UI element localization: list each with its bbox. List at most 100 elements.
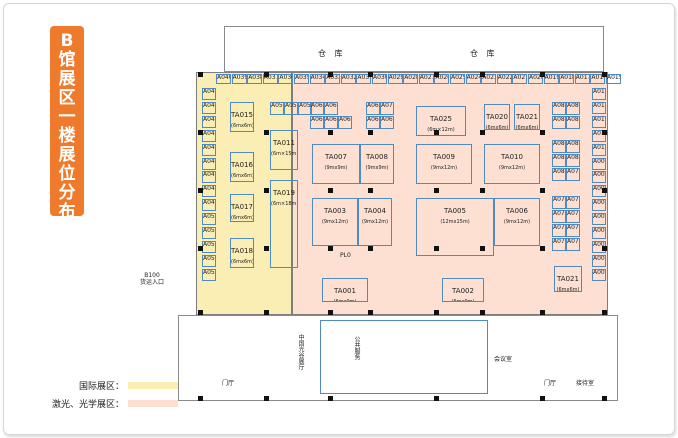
booth-code: A037 bbox=[263, 74, 277, 81]
pillar bbox=[434, 310, 439, 315]
pillar bbox=[540, 188, 545, 193]
booth-code: A079 bbox=[567, 168, 579, 175]
booth-a079: A079 bbox=[566, 168, 580, 181]
booth-code: TA018 bbox=[231, 247, 253, 255]
booth-ta019: TA019(6m×18m) bbox=[270, 180, 298, 268]
pillar bbox=[434, 246, 439, 251]
booth-a073: A073 bbox=[566, 224, 580, 237]
pillar bbox=[434, 130, 439, 135]
pillar bbox=[198, 72, 203, 77]
booth-a024: A024 bbox=[465, 74, 481, 84]
booth-ta004: TA004(9mx12m) bbox=[358, 198, 392, 246]
cargo-entrance-label: B100 货运入口 bbox=[140, 272, 164, 286]
booth-code: A007 bbox=[593, 185, 605, 193]
booth-code: TA004 bbox=[364, 207, 386, 215]
booth-code: A039 bbox=[232, 74, 246, 81]
pillar bbox=[602, 396, 607, 401]
title-char: 位 bbox=[58, 164, 76, 184]
booth-a028: A028 bbox=[403, 74, 419, 84]
booth-a049: A049 bbox=[202, 199, 216, 212]
booth-code: TA015 bbox=[231, 111, 253, 119]
booth-a034: A034 bbox=[309, 74, 325, 84]
booth-code: A053 bbox=[203, 254, 215, 262]
booth-code: A023 bbox=[482, 74, 495, 81]
hall-left-label: 门厅 bbox=[222, 380, 235, 387]
booth-code: TA008 bbox=[366, 153, 388, 161]
booth-code: A015 bbox=[607, 74, 620, 81]
booth-a045: A045 bbox=[202, 143, 216, 156]
pillar bbox=[602, 310, 607, 315]
booth-a088: A088 bbox=[552, 116, 566, 129]
pillar bbox=[198, 246, 203, 251]
booth-size: (9mx12m) bbox=[430, 165, 458, 171]
booth-code: TA025 bbox=[430, 115, 452, 123]
booth-ta015: TA015(6mx6m) bbox=[230, 102, 254, 132]
booth-a030: A030 bbox=[372, 74, 387, 84]
booth-code: A029 bbox=[388, 74, 402, 81]
booth-code: A017 bbox=[575, 74, 589, 81]
booth-code: TA002 bbox=[452, 287, 474, 295]
booth-a062: A062 bbox=[310, 102, 324, 115]
booth-size: (12mx15m) bbox=[440, 219, 470, 225]
booth-code: A082 bbox=[553, 154, 565, 161]
booth-code: A004 bbox=[593, 227, 605, 234]
booth-a020: A020 bbox=[528, 74, 543, 84]
pillar bbox=[264, 72, 269, 77]
booth-code: TA011 bbox=[273, 139, 295, 147]
legend-item-laser: 激光、光学展区： bbox=[48, 394, 178, 412]
booth-code: TA020 bbox=[486, 113, 508, 121]
booth-code: A040 bbox=[217, 74, 230, 81]
booth-code: TA016 bbox=[231, 161, 253, 169]
booth-code: A085 bbox=[567, 116, 579, 123]
booth-code: A041 bbox=[203, 88, 215, 95]
booth-a085: A085 bbox=[566, 116, 580, 129]
booth-code: A028 bbox=[404, 74, 417, 81]
title-char: 一 bbox=[58, 107, 76, 127]
booth-ta021: TA021(6mx6m) bbox=[514, 104, 540, 130]
booth-code: A012 bbox=[593, 115, 605, 123]
booth-a014: A014 bbox=[592, 88, 606, 100]
booth-size: (6mx6m) bbox=[231, 215, 254, 221]
booth-size: (9mx12m) bbox=[321, 219, 349, 225]
pillar bbox=[434, 72, 439, 77]
booth-code: A067 bbox=[367, 116, 379, 123]
booth-a082: A082 bbox=[552, 154, 566, 167]
booth-code: A050 bbox=[203, 213, 215, 221]
pl-label: PL0 bbox=[340, 252, 351, 259]
booth-a023: A023 bbox=[481, 74, 497, 84]
pillar bbox=[264, 310, 269, 315]
booth-code: A059 bbox=[271, 102, 283, 109]
booth-a013: A013 bbox=[592, 101, 606, 114]
pillar bbox=[434, 396, 439, 401]
booth-code: A075 bbox=[567, 210, 579, 217]
booth-a006: A006 bbox=[592, 199, 606, 212]
booth-a058: A058 bbox=[284, 102, 298, 115]
cargo-entrance-text: B100 货运入口 bbox=[140, 272, 165, 286]
booth-size: (6m×15m) bbox=[271, 151, 298, 157]
booth-code: A003 bbox=[593, 240, 605, 248]
booth-code: A006 bbox=[593, 199, 605, 207]
pillar bbox=[368, 246, 373, 251]
booth-code: A019 bbox=[544, 74, 558, 81]
booth-code: A005 bbox=[593, 213, 605, 221]
booth-a038: A038 bbox=[247, 74, 263, 84]
booth-a029: A029 bbox=[387, 74, 403, 84]
pillar bbox=[602, 130, 607, 135]
pillar bbox=[434, 188, 439, 193]
pillar bbox=[368, 188, 373, 193]
booth-size: (9mx9m) bbox=[324, 165, 348, 171]
booth-a032: A032 bbox=[340, 74, 356, 84]
booth-a081: A081 bbox=[566, 140, 580, 153]
pillar bbox=[328, 310, 333, 315]
pillar bbox=[328, 130, 333, 135]
booth-code: A073 bbox=[567, 224, 579, 231]
booth-code: TA021 bbox=[557, 275, 579, 283]
booth-size: (9mx12m) bbox=[503, 219, 531, 225]
booth-code: TA021 bbox=[516, 113, 538, 121]
pillar bbox=[264, 188, 269, 193]
booth-a077: A077 bbox=[566, 196, 580, 209]
booth-a017: A017 bbox=[574, 74, 590, 84]
booth-code: A088 bbox=[553, 116, 565, 123]
booth-code: A016 bbox=[591, 74, 604, 81]
booth-code: A068 bbox=[381, 116, 393, 123]
